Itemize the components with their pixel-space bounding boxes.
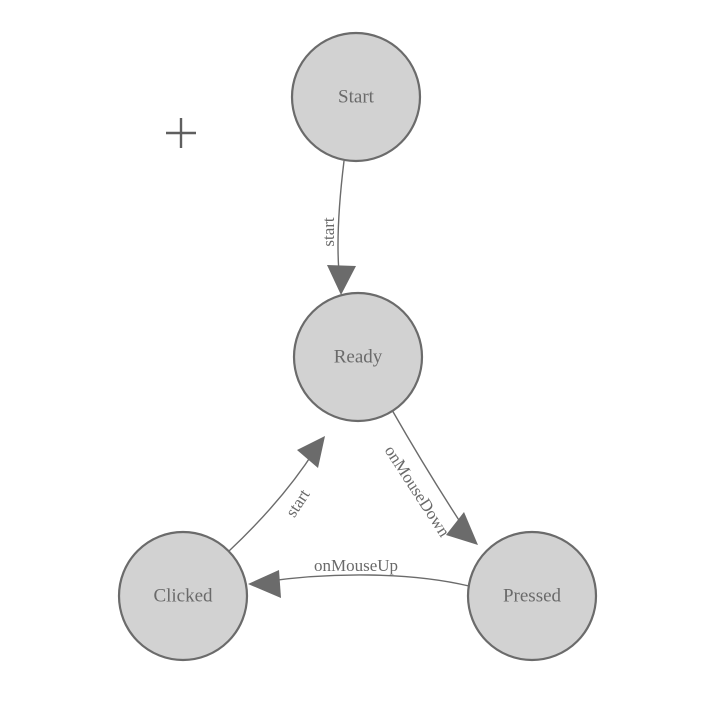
edge-start-to-ready-arrowhead bbox=[327, 265, 356, 295]
edge-clicked-to-ready-arrowhead bbox=[297, 436, 325, 468]
edge-label-pressed-to-clicked: onMouseUp bbox=[314, 556, 398, 575]
edge-pressed-to-clicked-path bbox=[261, 574, 470, 587]
crosshair-icon bbox=[166, 118, 196, 148]
node-pressed-label: Pressed bbox=[503, 585, 562, 606]
node-ready-label: Ready bbox=[334, 346, 383, 367]
node-start-circle bbox=[290, 31, 422, 163]
edge-ready-to-pressed-arrowhead bbox=[446, 512, 478, 545]
node-start-label: Start bbox=[338, 86, 375, 107]
edge-clicked-to-ready[interactable]: start bbox=[228, 436, 325, 552]
node-pressed-circle bbox=[466, 530, 598, 662]
node-ready-circle bbox=[292, 291, 424, 423]
edge-label-start-to-ready: start bbox=[319, 217, 338, 247]
node-start[interactable]: Start bbox=[290, 31, 422, 163]
node-clicked-circle bbox=[117, 530, 249, 662]
edge-clicked-to-ready-path bbox=[228, 449, 316, 552]
edge-label-clicked-to-ready: start bbox=[282, 485, 314, 520]
edge-pressed-to-clicked-arrowhead bbox=[248, 570, 281, 598]
edge-label-ready-to-pressed: onMouseDown bbox=[381, 442, 454, 541]
edge-pressed-to-clicked[interactable]: onMouseUp bbox=[248, 556, 470, 598]
node-pressed[interactable]: Pressed bbox=[466, 530, 598, 662]
node-clicked-label: Clicked bbox=[153, 585, 213, 606]
edge-ready-to-pressed[interactable]: onMouseDown bbox=[381, 409, 478, 545]
edge-start-to-ready-path bbox=[337, 160, 345, 283]
edge-start-to-ready[interactable]: start bbox=[319, 160, 356, 295]
node-clicked[interactable]: Clicked bbox=[117, 530, 249, 662]
node-ready[interactable]: Ready bbox=[292, 291, 424, 423]
